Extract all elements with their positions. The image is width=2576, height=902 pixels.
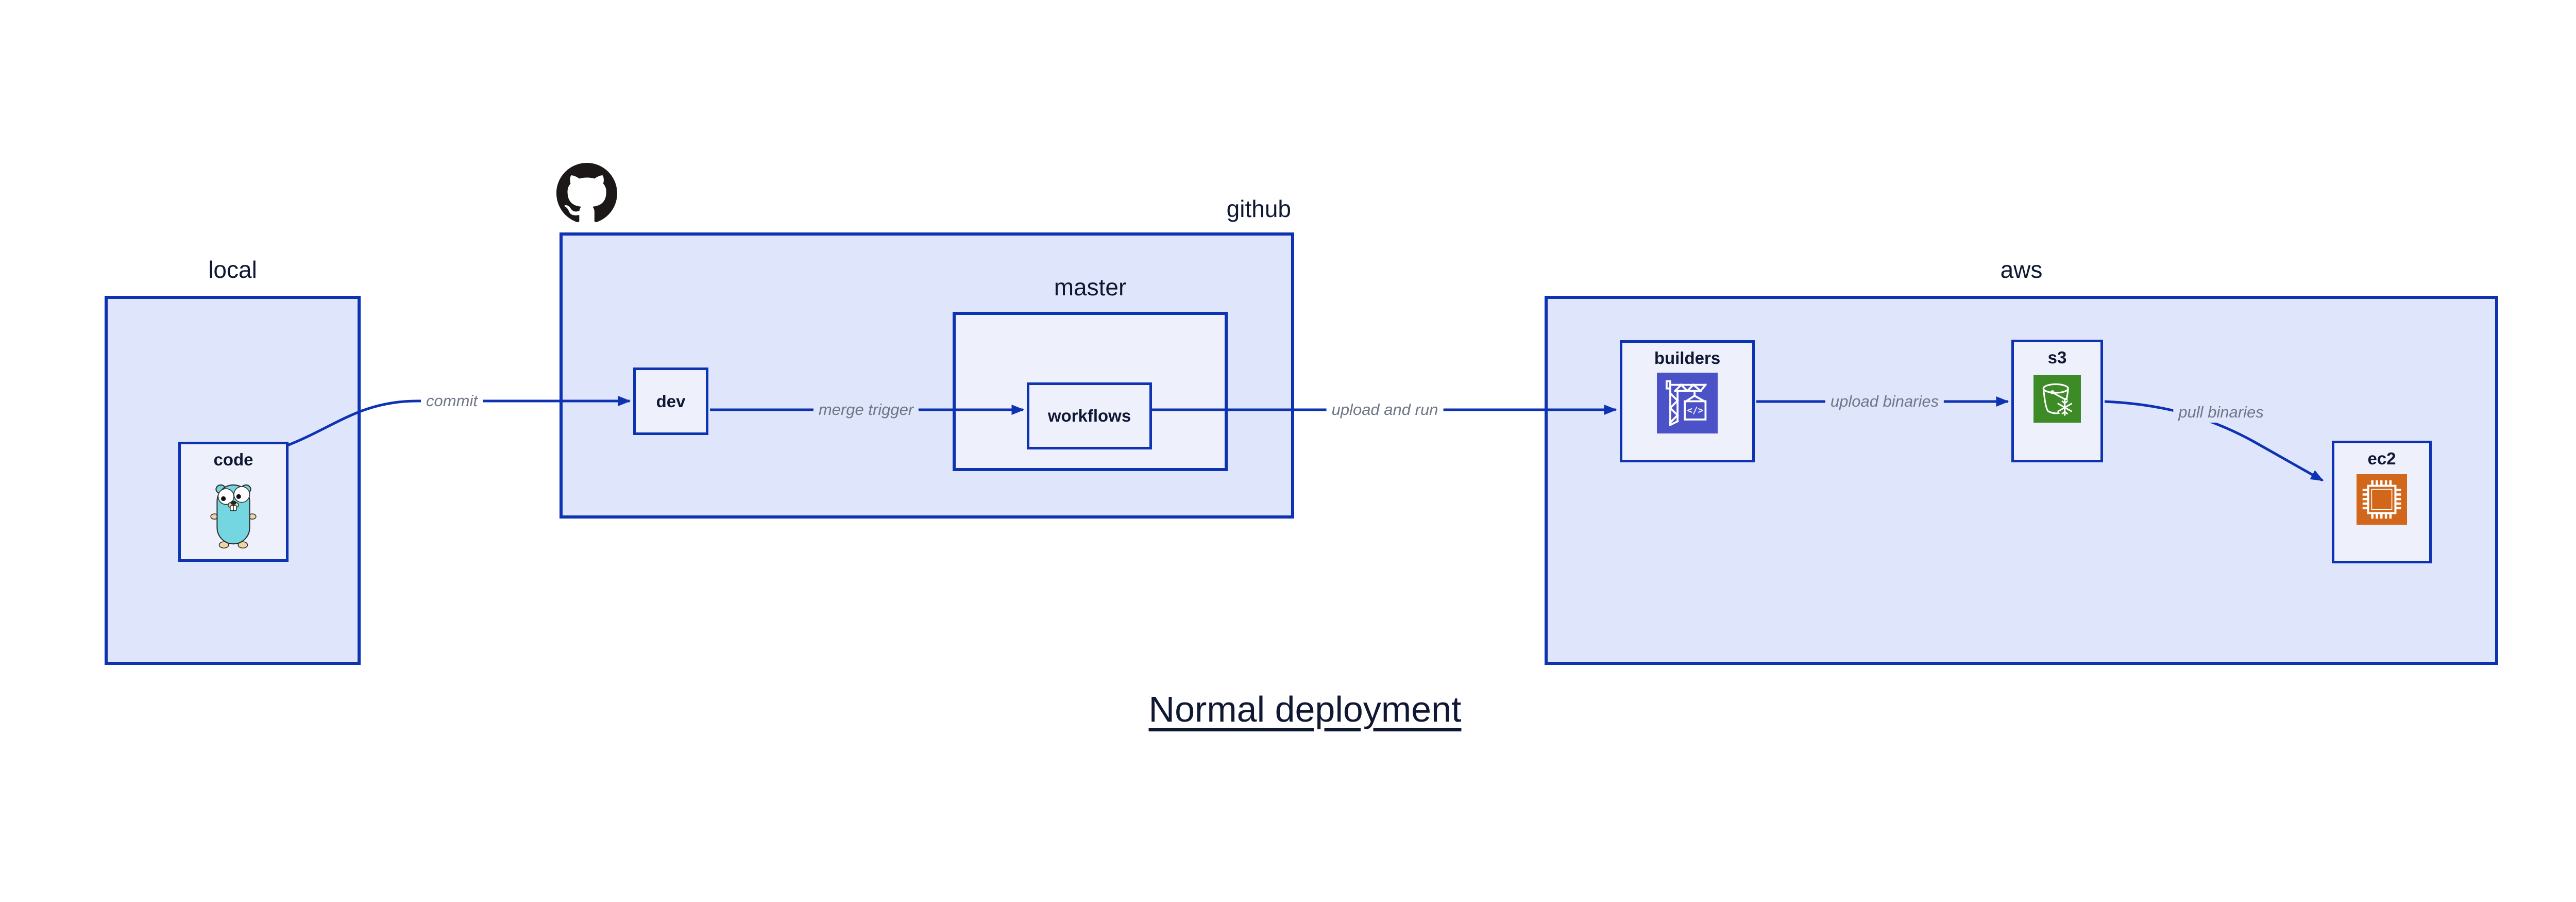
node-s3-label: s3	[2047, 348, 2067, 367]
node-ec2-label: ec2	[2367, 449, 2396, 468]
local-container-label: local	[208, 256, 257, 283]
node-ec2: ec2	[2332, 441, 2432, 563]
node-code: code	[178, 442, 289, 562]
node-workflows-label: workflows	[1047, 406, 1131, 426]
node-s3: s3	[2011, 340, 2103, 462]
node-dev: dev	[633, 368, 708, 435]
edge-label-upload-binaries: upload binaries	[1825, 391, 1944, 412]
aws-codebuild-icon: </>	[1657, 372, 1718, 433]
aws-container-label: aws	[2000, 256, 2043, 283]
snowflake-glyph	[2057, 398, 2073, 416]
master-container-label: master	[1054, 274, 1127, 300]
node-builders-label: builders	[1654, 348, 1721, 368]
node-dev-label: dev	[656, 391, 686, 411]
edge-label-upload-and-run: upload and run	[1326, 399, 1444, 421]
edge-label-merge-trigger: merge trigger	[813, 399, 919, 421]
aws-ec2-icon	[2357, 474, 2407, 525]
aws-s3-glacier-icon	[2033, 375, 2081, 423]
github-container-label: github	[1226, 195, 1291, 222]
codebuild-code-glyph: </>	[1687, 406, 1703, 416]
edge-label-commit: commit	[421, 390, 483, 412]
node-builders: builders	[1620, 340, 1755, 462]
edge-label-pull-binaries: pull binaries	[2173, 402, 2269, 423]
diagram-title: Normal deployment	[1148, 689, 1462, 729]
node-workflows: workflows	[1027, 382, 1152, 449]
node-code-label: code	[213, 450, 253, 469]
github-octocat-icon	[556, 163, 617, 223]
go-gopher-icon	[210, 484, 257, 548]
